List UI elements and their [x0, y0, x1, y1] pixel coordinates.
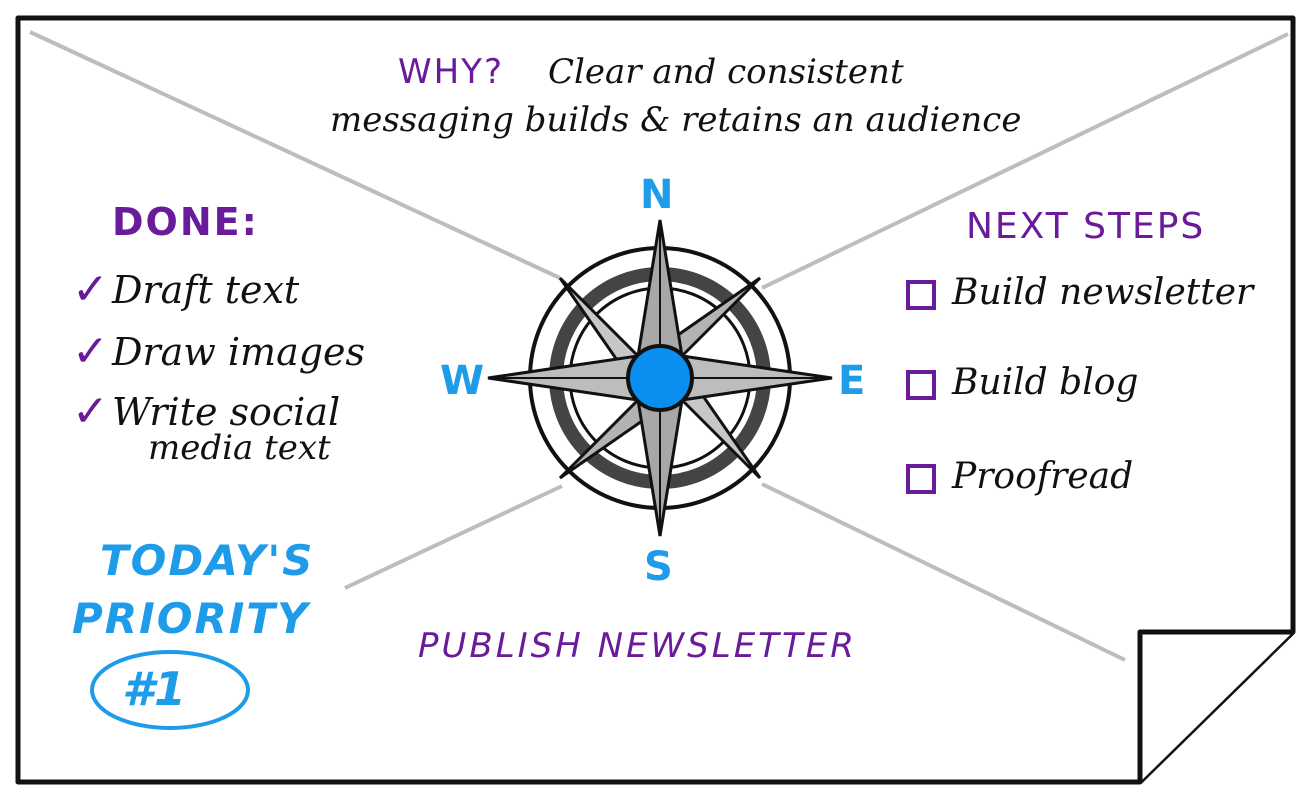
done-item-draw-images: ✓ Draw images — [72, 326, 366, 377]
checkmark-icon: ✓ — [72, 386, 109, 437]
next-step-proofread: Proofread — [906, 456, 1133, 497]
next-steps-heading: NEXT STEPS — [966, 206, 1206, 247]
done-item-label-continued: media text — [148, 428, 331, 468]
checkmark-icon: ✓ — [72, 264, 109, 315]
priority-task: PUBLISH NEWSLETTER — [418, 626, 857, 666]
priority-line-1: TODAY'S — [100, 536, 315, 585]
checkbox-icon — [906, 280, 936, 310]
done-item-label: Draw images — [112, 330, 366, 374]
priority-line-2: PRIORITY — [72, 594, 310, 643]
diagonal-line-top-right — [761, 32, 1289, 290]
compass-rose — [487, 219, 833, 537]
done-item-draft-text: ✓ Draft text — [72, 264, 300, 315]
compass-label-east: E — [838, 358, 866, 404]
priority-number: #1 — [122, 662, 187, 716]
compass-center — [626, 344, 694, 412]
compass-label-west: W — [440, 358, 485, 404]
done-item-label: Write social — [112, 390, 341, 434]
compass-label-south: S — [644, 544, 673, 590]
why-line-2: messaging builds & retains an audience — [330, 100, 1022, 140]
checkmark-icon: ✓ — [72, 326, 109, 377]
checkbox-icon — [906, 370, 936, 400]
done-heading: DONE: — [112, 200, 259, 244]
done-item-write-social: ✓ Write social — [72, 386, 341, 437]
compass-label-north: N — [640, 172, 674, 218]
next-step-label: Build newsletter — [952, 272, 1254, 313]
diagonal-line-top-left — [29, 30, 561, 280]
next-step-label: Proofread — [952, 456, 1134, 497]
diagonal-line-bottom-left — [344, 484, 563, 590]
diagonal-line-bottom-right — [761, 482, 1126, 662]
done-item-label: Draft text — [112, 268, 300, 312]
checkbox-icon — [906, 464, 936, 494]
why-label: WHY? — [398, 52, 504, 92]
next-step-label: Build blog — [952, 362, 1139, 403]
priority-number-circle — [90, 650, 250, 730]
next-step-build-blog: Build blog — [906, 362, 1138, 403]
next-step-build-newsletter: Build newsletter — [906, 272, 1253, 313]
folded-corner — [1137, 629, 1293, 782]
why-line-1: Clear and consistent — [548, 52, 904, 92]
